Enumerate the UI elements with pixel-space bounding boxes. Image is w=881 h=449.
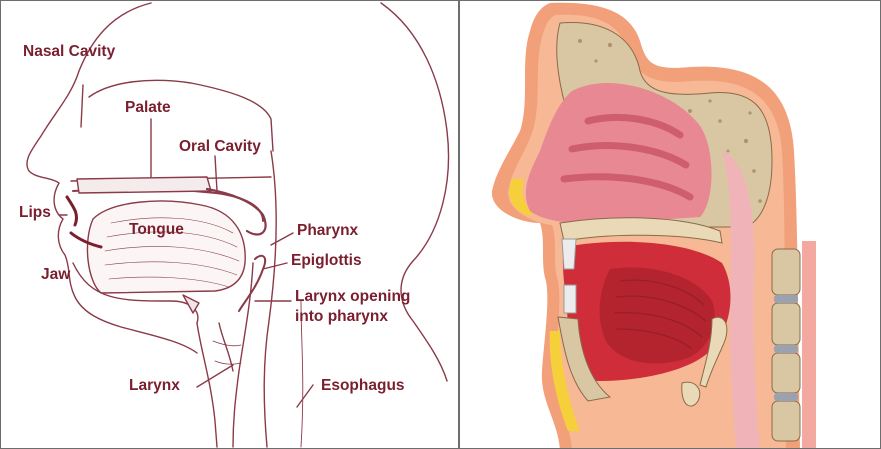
- pointer-pharynx: [271, 233, 293, 245]
- label-pharynx: Pharynx: [297, 222, 358, 240]
- label-jaw: Jaw: [41, 266, 70, 284]
- label-esophagus: Esophagus: [321, 377, 405, 395]
- pointer-nasal: [81, 85, 83, 127]
- skull-back: [381, 3, 449, 381]
- hyoid-bone: [682, 382, 700, 406]
- label-epiglottis: Epiglottis: [291, 252, 362, 270]
- left-diagram-panel: Nasal Cavity Palate Oral Cavity Lips Ton…: [0, 0, 459, 449]
- label-tongue: Tongue: [129, 221, 184, 239]
- pointer-esophagus: [297, 385, 313, 407]
- label-nasal-cavity: Nasal Cavity: [23, 43, 115, 61]
- hyoid: [183, 295, 199, 313]
- spinal-tissue: [802, 241, 816, 449]
- label-lips: Lips: [19, 204, 51, 222]
- lower-teeth: [564, 285, 576, 313]
- pointer-oral: [215, 156, 217, 191]
- upper-lip: [67, 197, 77, 225]
- cross-section-illustration: [460, 1, 881, 449]
- vertebra-2: [772, 303, 800, 345]
- pointer-larynx: [197, 365, 233, 387]
- label-palate: Palate: [125, 99, 171, 117]
- tongue-outline: [87, 201, 245, 293]
- hard-palate-fill: [77, 177, 211, 193]
- label-larynx-opening-line2: into pharynx: [295, 308, 388, 326]
- pharynx-wall: [264, 151, 276, 447]
- vertebra-4: [772, 401, 800, 441]
- label-larynx-opening-line1: Larynx opening: [295, 288, 410, 306]
- vertebra-1: [772, 249, 800, 295]
- vertebra-3: [772, 353, 800, 393]
- right-diagram-panel: [459, 0, 881, 449]
- upper-teeth: [562, 239, 576, 269]
- pharynx-inner: [233, 263, 253, 447]
- label-larynx: Larynx: [129, 377, 180, 395]
- label-oral-cavity: Oral Cavity: [179, 138, 261, 156]
